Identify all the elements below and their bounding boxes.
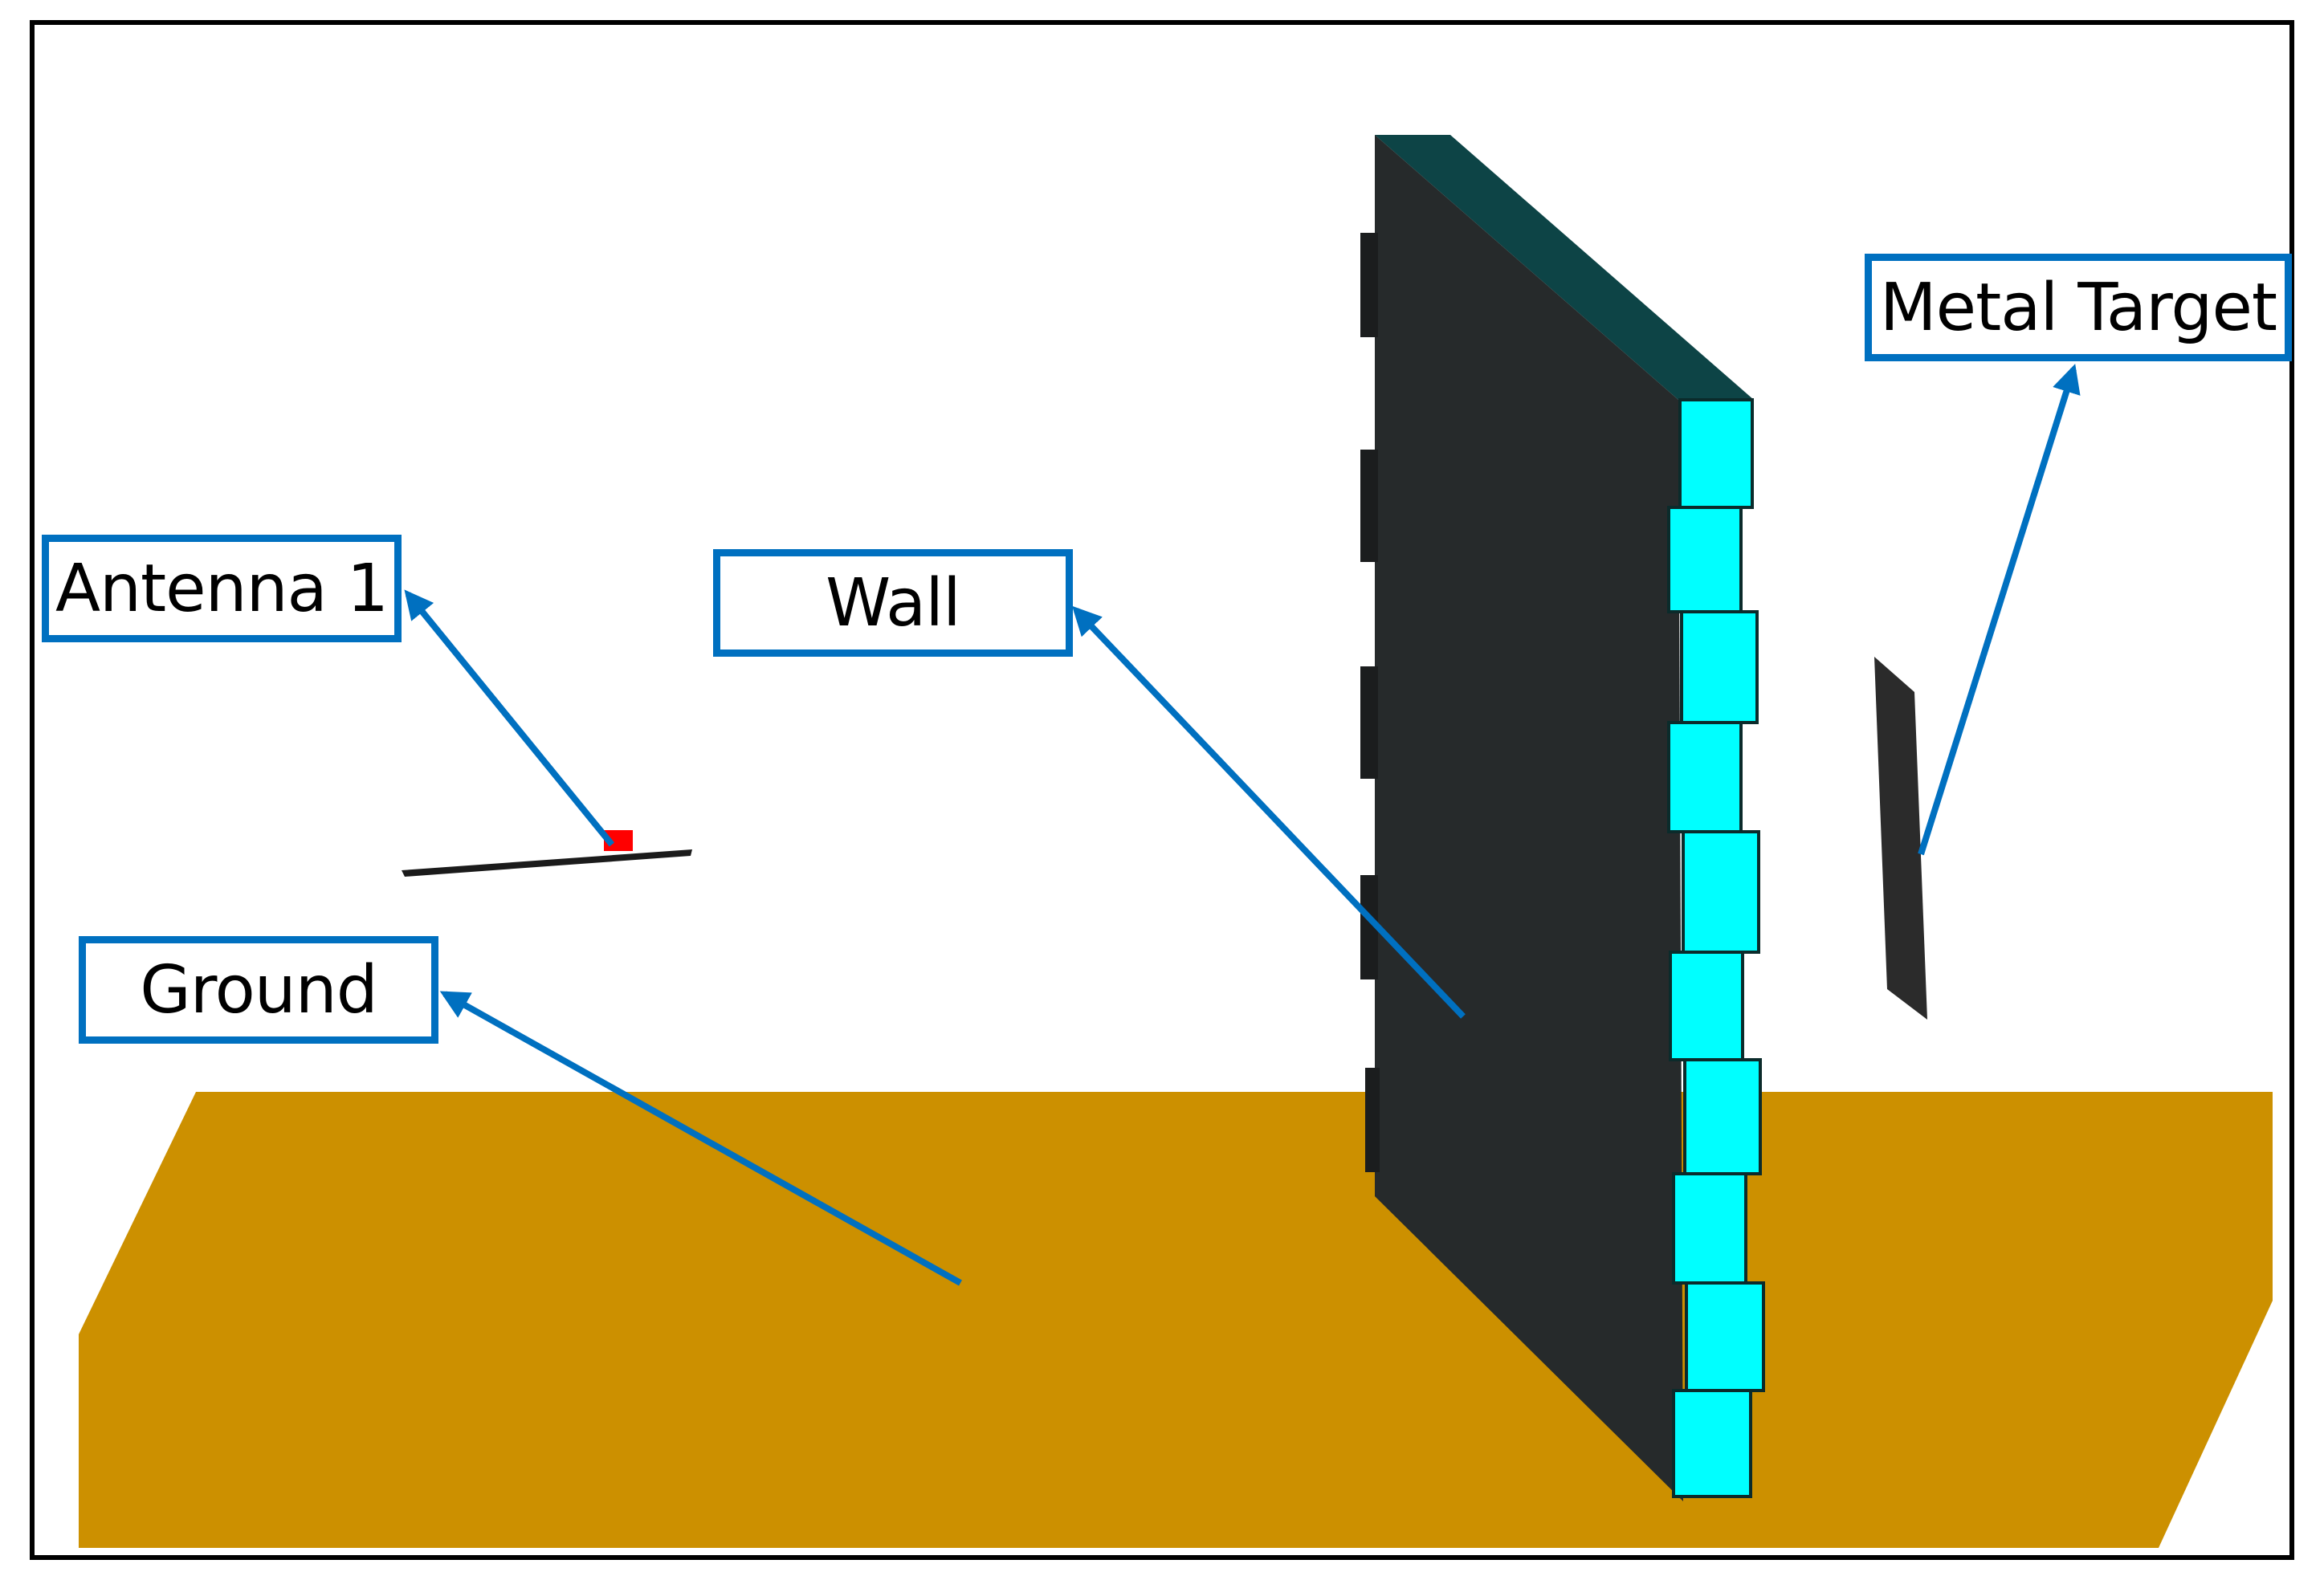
metal-target-label: Metal Target xyxy=(1865,254,2292,361)
wall-face xyxy=(1375,135,1683,1501)
wall-top xyxy=(1375,135,1754,400)
wall-left-edge xyxy=(1360,233,1380,1172)
target-arrow xyxy=(1918,364,2081,856)
antenna-label: Antenna 1 xyxy=(42,535,402,642)
ground-label: Ground xyxy=(79,936,438,1044)
metal-target xyxy=(1874,657,1927,1020)
antenna-body xyxy=(402,849,692,877)
ground-plane xyxy=(79,1092,2273,1548)
wall-label: Wall xyxy=(713,549,1073,657)
wall-bricks xyxy=(1667,398,1765,1498)
wall-arrow xyxy=(1072,605,1466,1019)
ground-arrow xyxy=(439,991,962,1286)
antenna-arrow xyxy=(404,589,615,847)
